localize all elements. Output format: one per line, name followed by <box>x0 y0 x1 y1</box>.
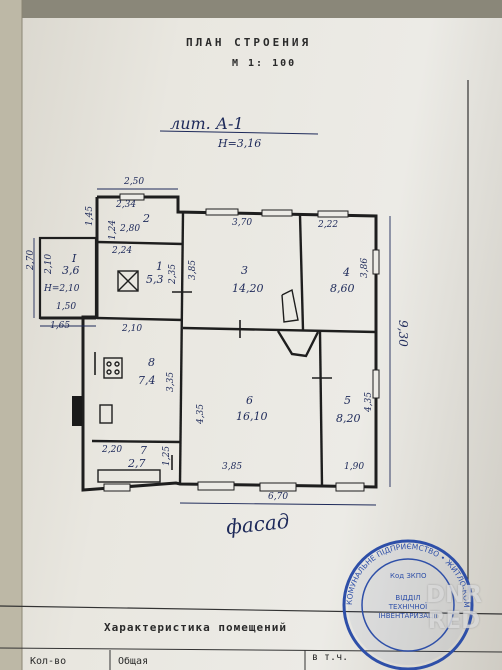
dim-r6-435: 4,35 <box>196 403 206 424</box>
dim-left-270: 2,70 <box>26 249 36 270</box>
doors <box>94 291 332 470</box>
dim-r8-335: 3,35 <box>166 371 176 392</box>
room-4-number: 4 <box>343 266 350 279</box>
dim-top-370: 3,70 <box>232 218 253 228</box>
dimension-lines <box>33 188 391 506</box>
room-1-area: 5,3 <box>146 273 164 286</box>
room-I-number: I <box>72 252 77 265</box>
watermark-line1: DNR <box>425 582 483 608</box>
dim-rI-h: H=2,10 <box>44 284 80 294</box>
table-title: Характеристика помещений <box>104 621 287 634</box>
table-col-total: Общая <box>118 656 149 667</box>
room-7-area: 2,7 <box>128 457 146 470</box>
top-shadow <box>0 0 502 18</box>
dim-bottom-190: 1,90 <box>344 462 365 472</box>
dim-r3-385: 3,85 <box>188 259 198 280</box>
left-page-edge <box>0 0 22 670</box>
room-I-area: 3,6 <box>62 264 80 277</box>
dim-r1-224: 2,24 <box>112 246 133 256</box>
dim-top-222: 2,22 <box>318 220 339 230</box>
windows <box>103 193 380 492</box>
room-5-number: 5 <box>344 394 351 407</box>
fixtures <box>97 270 299 483</box>
stamp-code: Код ЗКПО <box>390 572 427 580</box>
dim-rI-150: 1,50 <box>56 302 77 312</box>
room-2-number: 2 <box>143 212 150 225</box>
dim-top-250: 2,50 <box>124 177 145 187</box>
litera-label: лит. А-1 <box>170 114 244 133</box>
room-6-area: 16,10 <box>236 410 268 423</box>
dim-r2-124: 1,24 <box>108 219 118 240</box>
dim-top-234: 2,34 <box>116 200 137 210</box>
room-4-area: 8,60 <box>330 282 355 295</box>
dim-r4-386: 3,86 <box>360 257 370 278</box>
dim-r2-280: 2,80 <box>120 224 141 234</box>
dim-r7-220: 2,20 <box>102 445 123 455</box>
room-1-number: 1 <box>156 260 163 273</box>
watermark-logo: DNR RED <box>414 582 494 640</box>
table-col-incl: в т.ч. <box>312 652 349 663</box>
frame-bottom <box>0 605 502 615</box>
dim-right-930: 9,30 <box>396 320 410 347</box>
dim-rI-210: 2,10 <box>44 253 54 274</box>
watermark-line2: RED <box>427 608 481 634</box>
stove-symbol <box>72 396 82 426</box>
scale-label: М 1: 100 <box>232 58 297 69</box>
dim-left-145: 1,45 <box>85 205 95 226</box>
table-col-count: Кол-во <box>30 656 67 667</box>
page-title: ПЛАН СТРОЕНИЯ <box>186 36 312 49</box>
building-outline <box>81 195 378 492</box>
dim-r1-235: 2,35 <box>168 263 178 284</box>
interior-walls <box>91 211 377 487</box>
dim-r7-125: 1,25 <box>162 445 172 466</box>
dim-r8-210: 2,10 <box>122 324 143 334</box>
room-3-area: 14,20 <box>232 282 264 295</box>
room-5-area: 8,20 <box>336 412 361 425</box>
room-3-number: 3 <box>241 264 248 277</box>
dim-bottom-670: 6,70 <box>268 492 289 502</box>
room-8-area: 7,4 <box>138 374 156 387</box>
height-label: Н=3,16 <box>218 137 262 150</box>
room-7-number: 7 <box>140 444 147 457</box>
room-6-number: 6 <box>246 394 253 407</box>
dim-r5-435: 4,35 <box>364 391 374 412</box>
stamp-center-text: ВІДДІЛ ТЕХНІЧНОЇ ІНВЕНТАРИЗАЦІЇ <box>378 594 438 620</box>
room-8-number: 8 <box>148 356 155 369</box>
dim-bottom-385: 3,85 <box>222 462 243 472</box>
dim-rI-165: 1,65 <box>50 321 71 331</box>
